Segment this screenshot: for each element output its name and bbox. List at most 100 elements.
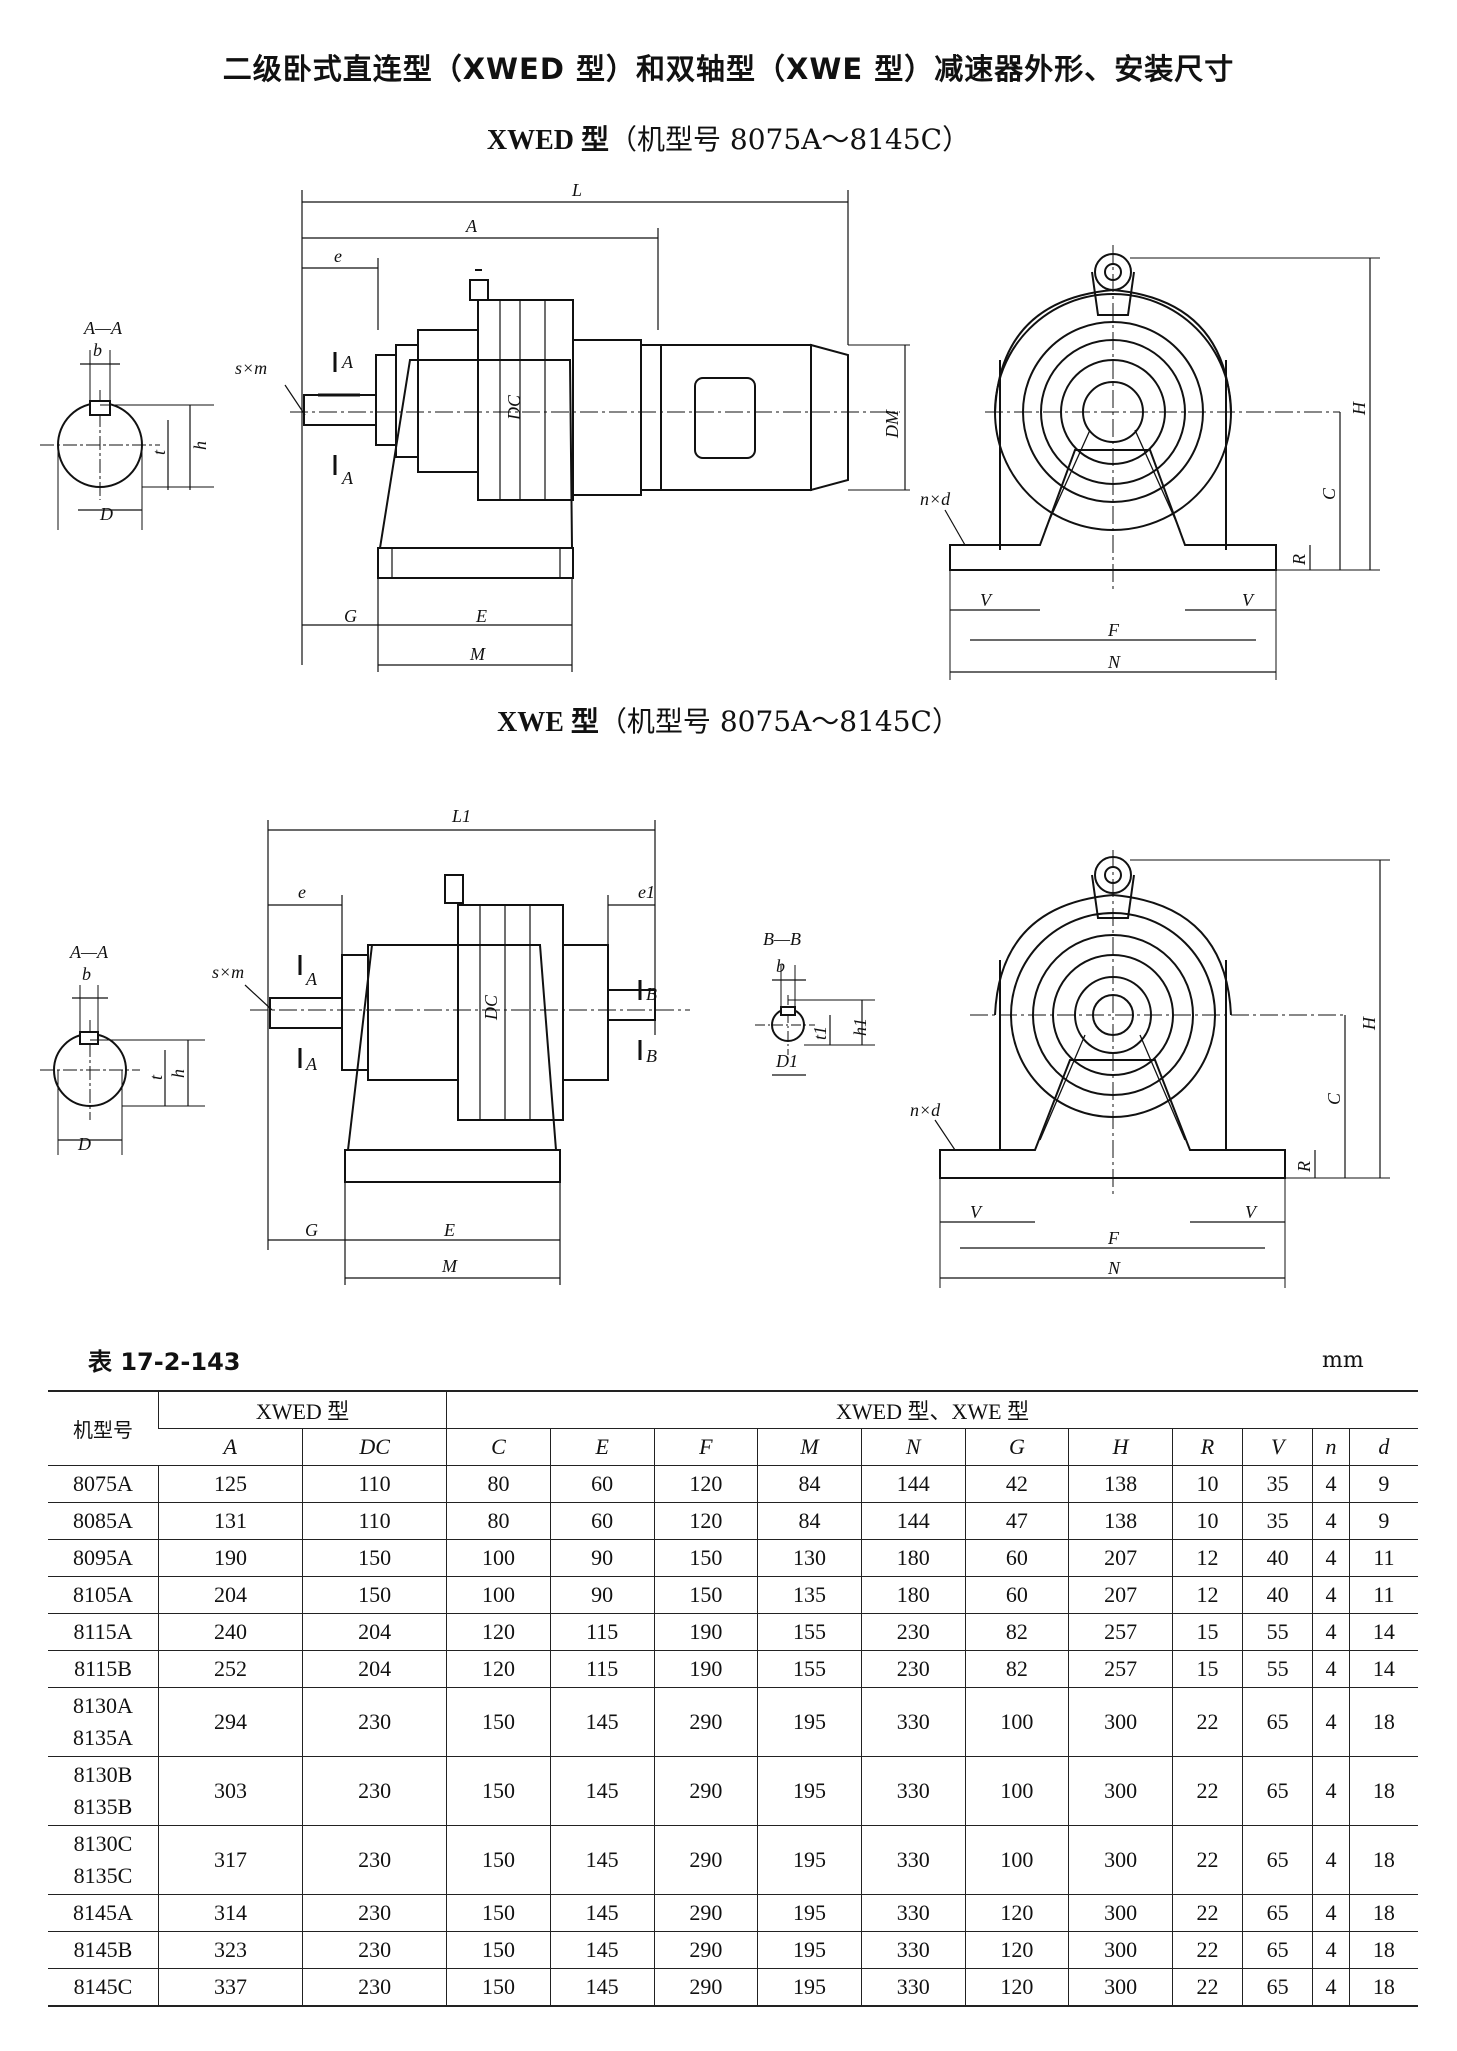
cell-n: 4 — [1312, 1756, 1350, 1826]
cell-R: 22 — [1171, 1825, 1243, 1895]
section-title-xwe-model: XWE 型 — [497, 707, 599, 738]
dim-label-E-xwe: E — [443, 1220, 455, 1240]
cell-n: 4 — [1312, 1613, 1350, 1651]
cell-model: 8145B — [48, 1931, 159, 1969]
cell-M: 195 — [757, 1687, 862, 1757]
column-header-R: R — [1171, 1428, 1243, 1466]
dim-label-DM: DM — [882, 409, 902, 439]
cell-F: 290 — [653, 1825, 758, 1895]
cell-M: 84 — [757, 1502, 862, 1540]
cell-n: 4 — [1312, 1539, 1350, 1577]
cell-V: 55 — [1242, 1650, 1313, 1688]
cell-E: 145 — [549, 1931, 655, 1969]
cell-E: 115 — [549, 1650, 655, 1688]
cell-M: 195 — [757, 1756, 862, 1826]
dim-label-DC: DC — [504, 394, 524, 421]
dim-label-N: N — [1107, 652, 1121, 672]
dim-label-R: R — [1289, 554, 1309, 566]
cell-R: 12 — [1171, 1539, 1243, 1577]
xwed-section-aa — [40, 350, 214, 530]
cell-d: 14 — [1348, 1650, 1418, 1688]
cell-V: 65 — [1242, 1756, 1313, 1826]
cell-M: 155 — [757, 1613, 862, 1651]
column-header-G: G — [964, 1428, 1069, 1466]
cell-N: 330 — [860, 1968, 966, 2007]
cell-G: 42 — [964, 1465, 1069, 1503]
cell-DC: 230 — [302, 1756, 447, 1826]
dim-label-e-xwe: e — [298, 882, 306, 902]
cell-C: 150 — [446, 1968, 551, 2007]
section-mark-a-bottom-xwe: A — [305, 1054, 318, 1074]
cell-H: 300 — [1068, 1931, 1173, 1969]
cell-E: 90 — [549, 1539, 655, 1577]
cell-n: 4 — [1312, 1502, 1350, 1540]
cell-F: 290 — [653, 1687, 758, 1757]
section-title-xwe-range: （机型号 8075A～8145C） — [598, 705, 960, 738]
cell-DC: 204 — [302, 1650, 447, 1688]
column-header-d: d — [1348, 1428, 1418, 1466]
dim-label-G: G — [344, 606, 357, 626]
model-number: 8085A — [73, 1508, 133, 1533]
cell-V: 65 — [1242, 1968, 1313, 2007]
page-title: 二级卧式直连型（XWED 型）和双轴型（XWE 型）减速器外形、安装尺寸 — [222, 52, 1235, 86]
dim-label-b: b — [93, 340, 102, 360]
dim-label-b-xwe: b — [82, 964, 91, 984]
cell-d: 11 — [1348, 1539, 1418, 1577]
header-group-both: XWED 型、XWE 型 — [446, 1390, 1418, 1429]
header-model: 机型号 — [48, 1390, 159, 1466]
cell-M: 195 — [757, 1931, 862, 1969]
cell-DC: 150 — [302, 1576, 447, 1614]
cell-G: 82 — [964, 1650, 1069, 1688]
column-header-M: M — [757, 1428, 862, 1466]
cell-F: 190 — [653, 1613, 758, 1651]
cell-n: 4 — [1312, 1650, 1350, 1688]
column-header-C: C — [446, 1428, 551, 1466]
xwe-section-bb — [755, 965, 875, 1076]
cell-R: 22 — [1171, 1894, 1243, 1932]
technical-drawing: L A e s×m A A DC DM A—A b t h D G E M n×… — [40, 180, 1390, 1288]
cell-model: 8115B — [48, 1650, 159, 1688]
cell-E: 145 — [549, 1968, 655, 2007]
cell-F: 290 — [653, 1931, 758, 1969]
dim-label-h1: h1 — [850, 1018, 870, 1036]
dim-label-t1: t1 — [810, 1026, 830, 1040]
cell-G: 60 — [964, 1576, 1069, 1614]
model-number: 8105A — [73, 1582, 133, 1607]
cell-DC: 230 — [302, 1825, 447, 1895]
dim-label-M-xwe: M — [441, 1256, 458, 1276]
column-header-F: F — [653, 1428, 758, 1466]
cell-DC: 230 — [302, 1968, 447, 2007]
cell-A: 240 — [157, 1613, 303, 1651]
cell-G: 100 — [964, 1825, 1069, 1895]
cell-H: 257 — [1068, 1650, 1173, 1688]
cell-d: 18 — [1348, 1756, 1418, 1826]
cell-C: 150 — [446, 1825, 551, 1895]
cell-V: 55 — [1242, 1613, 1313, 1651]
cell-model: 8105A — [48, 1576, 159, 1614]
cell-N: 144 — [860, 1502, 966, 1540]
model-number: 8075A — [73, 1471, 133, 1496]
cell-F: 150 — [653, 1539, 758, 1577]
cell-C: 120 — [446, 1613, 551, 1651]
cell-n: 4 — [1312, 1687, 1350, 1757]
model-number: 8145A — [73, 1900, 133, 1925]
cell-R: 22 — [1171, 1968, 1243, 2007]
cell-H: 300 — [1068, 1756, 1173, 1826]
dim-label-H: H — [1349, 401, 1369, 416]
cell-E: 115 — [549, 1613, 655, 1651]
section-title-xwe: XWE 型（机型号 8075A～8145C） — [0, 700, 1457, 740]
drawing-labels: L A e s×m A A DC DM A—A b t h D G E M n×… — [69, 180, 1379, 1278]
dim-label-e: e — [334, 246, 342, 266]
cell-F: 120 — [653, 1465, 758, 1503]
column-header-N: N — [860, 1428, 966, 1466]
